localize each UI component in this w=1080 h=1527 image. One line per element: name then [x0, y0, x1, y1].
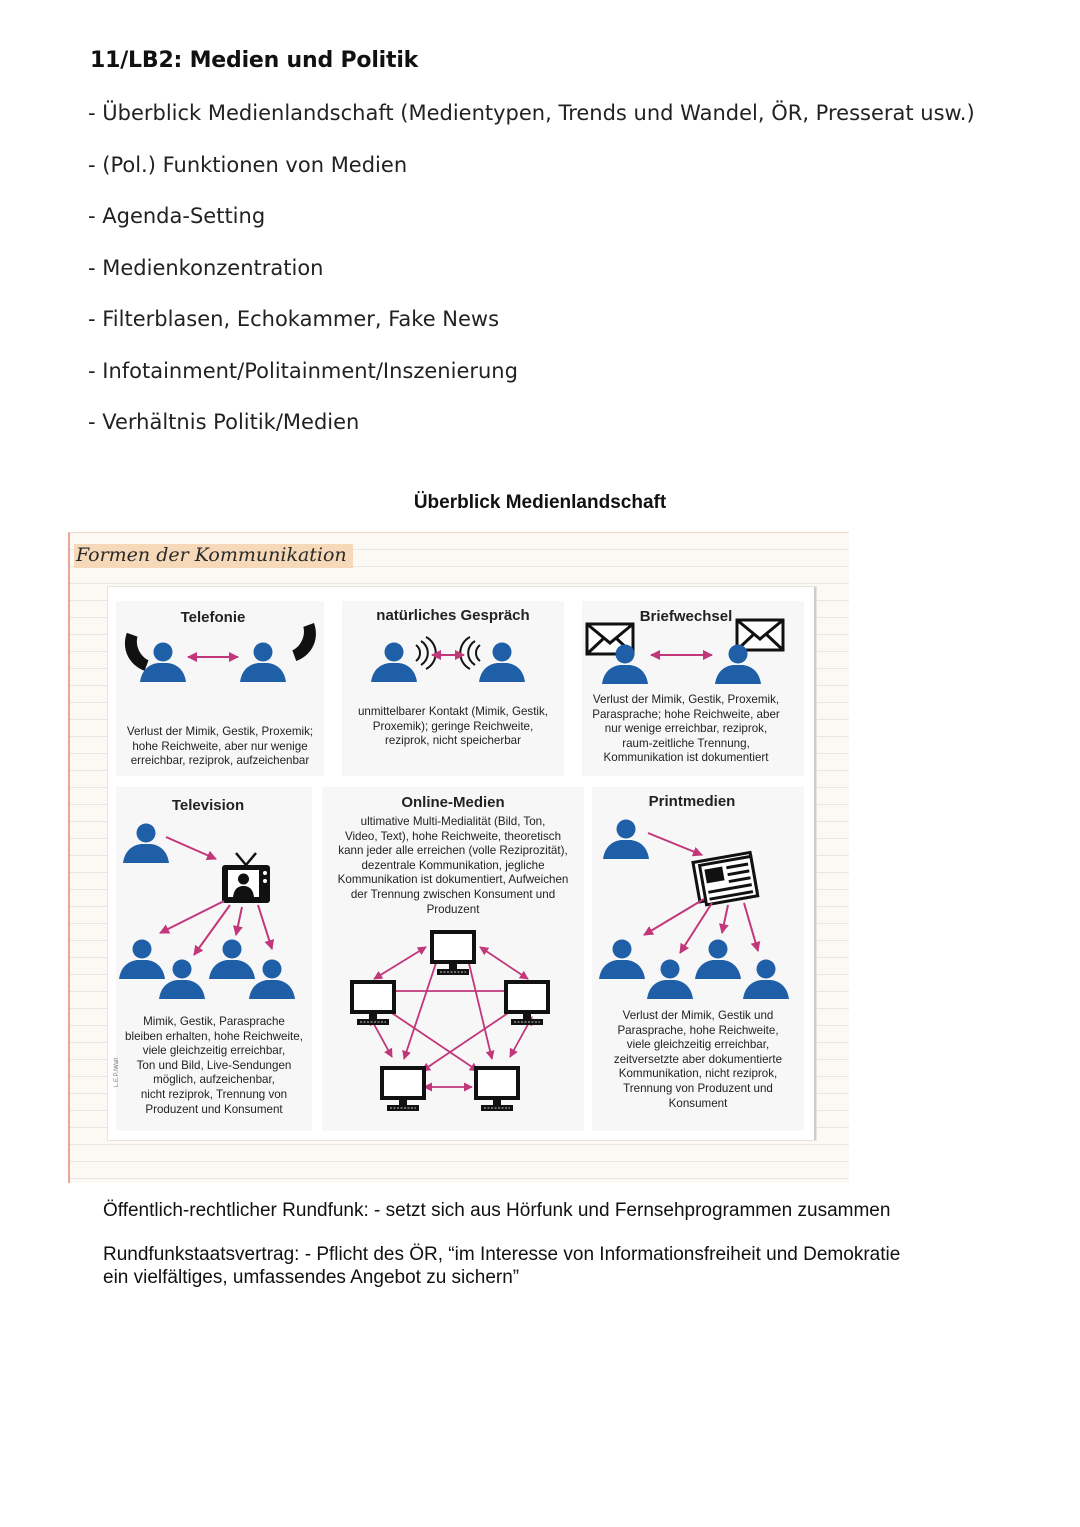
desc-line: Verlust der Mimik, Gestik, Proxemik,	[592, 693, 780, 706]
topic-item: - Überblick Medienlandschaft (Medientype…	[88, 101, 975, 125]
person-icon	[743, 959, 789, 999]
topic-item: - Agenda-Setting	[88, 204, 266, 228]
desc-line: Verlust der Mimik, Gestik und	[622, 1009, 774, 1022]
desc-line: Kommunikation ist dokumentiert	[603, 751, 769, 765]
person-icon	[123, 823, 169, 863]
topic-list: - Überblick Medienlandschaft (Medientype…	[88, 98, 975, 459]
topic-item: - Medienkonzentration	[88, 255, 324, 280]
cell-bg-gespraech	[342, 601, 564, 776]
person-icon	[599, 939, 645, 979]
panel-title-online: Online-Medien	[401, 794, 505, 811]
person-icon	[159, 959, 205, 999]
desc-line: reziprok, nicht speicherbar	[385, 734, 521, 748]
desc-line: nur wenige erreichbar, reziprok,	[604, 722, 768, 736]
desc-line: kann jeder alle erreichen (volle Rezipro…	[338, 844, 568, 858]
person-icon	[119, 939, 165, 979]
panel-title-television: Television	[171, 797, 245, 814]
desc-line: viele gleichzeitig erreichbar,	[142, 1044, 286, 1058]
computer-monitor-icon	[429, 929, 477, 976]
desc-line: zeitversetzte aber dokumentierte	[613, 1052, 783, 1066]
desc-line: unmittelbarer Kontakt (Mimik, Gestik,	[357, 705, 549, 718]
panel-title-print: Printmedien	[648, 793, 736, 810]
panel-title-briefwechsel: Briefwechsel	[639, 608, 733, 625]
computer-monitor-icon	[503, 979, 551, 1026]
desc-line: Produzent	[426, 902, 480, 916]
desc-line: Parasprache; hohe Reichweite, aber	[592, 707, 780, 721]
computer-monitor-icon	[473, 1065, 521, 1112]
person-icon	[371, 642, 417, 682]
desc-line: möglich, aufzeichenbar,	[153, 1073, 275, 1087]
paragraph-rundfunkstaatsvertrag: Rundfunkstaatsvertrag: - Pflicht des ÖR,…	[103, 1243, 900, 1289]
sound-waves-icon	[459, 636, 481, 670]
arrow	[718, 904, 729, 934]
person-icon	[695, 939, 741, 979]
person-icon	[479, 642, 525, 682]
desc-line: Trennung von Produzent und	[623, 1081, 773, 1095]
topic-item: - (Pol.) Funktionen von Medien	[88, 152, 408, 177]
desc-line: Ton und Bild, Live-Sendungen	[136, 1058, 292, 1072]
desc-line: bleiben erhalten, hohe Reichweite,	[125, 1029, 303, 1043]
arrow	[232, 906, 243, 936]
desc-line: Mimik, Gestik, Parasprache	[143, 1015, 285, 1028]
panel-desc-television: Mimik, Gestik, Parasprache bleiben erhal…	[116, 1015, 312, 1117]
paragraph-line: ein vielfältiges, umfassendes Angebot zu…	[103, 1267, 520, 1288]
arrow	[193, 904, 231, 956]
desc-line: der Trennung zwischen Konsument und	[350, 887, 556, 901]
tv-icon	[220, 851, 272, 905]
desc-line: Kommunikation ist dokumentiert, Aufweich…	[337, 873, 569, 887]
sound-waves-icon	[415, 636, 437, 670]
panel-title-telefonie: Telefonie	[180, 609, 246, 626]
desc-line: Produzent und Konsument	[145, 1102, 283, 1116]
computer-monitor-icon	[349, 979, 397, 1026]
telephone-handset-icon	[292, 622, 316, 662]
arrow	[679, 902, 713, 954]
desc-line: viele gleichzeitig erreichbar,	[626, 1038, 770, 1052]
handwritten-label: Formen der Kommunikation	[74, 544, 353, 568]
communication-forms-figure: Telefonie Verlust der Mimik, Gestik, Pro…	[108, 587, 816, 1140]
topic-item: - Infotainment/Politainment/Inszenierung	[88, 358, 518, 383]
desc-line: Parasprache, hohe Reichweite,	[617, 1023, 779, 1037]
desc-line: nicht reziprok, Trennung von	[140, 1087, 288, 1101]
arrow	[257, 904, 275, 950]
panel-desc-gespraech: unmittelbarer Kontakt (Mimik, Gestik, Pr…	[342, 705, 564, 749]
paragraph-line: Öffentlich-rechtlicher Rundfunk: - setzt…	[103, 1200, 891, 1221]
desc-line: Proxemik); geringe Reichweite,	[372, 719, 534, 733]
section-title: Überblick Medienlandschaft	[413, 492, 667, 513]
page-heading: 11/LB2: Medien und Politik	[90, 48, 419, 73]
person-icon	[647, 959, 693, 999]
image-credit: L.E.P./Walt	[114, 1057, 120, 1087]
arrow	[743, 902, 761, 952]
panel-desc-print: Verlust der Mimik, Gestik und Parasprach…	[592, 1009, 804, 1111]
cell-bg-telefonie	[116, 601, 324, 776]
person-icon	[209, 939, 255, 979]
topic-item: - Verhältnis Politik/Medien	[88, 410, 360, 434]
figure-graphics	[119, 618, 789, 1112]
desc-line: raum-zeitliche Trennung,	[622, 736, 750, 750]
desc-line: Konsument	[668, 1096, 728, 1110]
desc-line: Kommunikation, nicht reziprok,	[618, 1067, 778, 1081]
arrow	[159, 900, 225, 934]
person-icon	[249, 959, 295, 999]
paragraph-oer: Öffentlich-rechtlicher Rundfunk: - setzt…	[103, 1199, 890, 1222]
person-icon	[240, 642, 286, 682]
desc-line: hohe Reichweite, aber nur wenige	[132, 739, 308, 753]
paragraph-line: Rundfunkstaatsvertrag: - Pflicht des ÖR,…	[103, 1244, 901, 1265]
telephone-handset-icon	[124, 632, 149, 671]
arrow	[165, 836, 217, 860]
panel-desc-online: ultimative Multi-Medialität (Bild, Ton, …	[322, 815, 584, 917]
desc-line: dezentrale Kommunikation, jegliche	[361, 858, 545, 872]
arrow	[643, 898, 705, 936]
topic-item: - Filterblasen, Echokammer, Fake News	[88, 307, 500, 331]
panel-desc-briefwechsel: Verlust der Mimik, Gestik, Proxemik, Par…	[582, 693, 790, 766]
arrow	[647, 832, 703, 857]
desc-line: ultimative Multi-Medialität (Bild, Ton,	[360, 815, 546, 828]
computer-monitor-icon	[379, 1065, 427, 1112]
panel-title-gespraech: natürliches Gespräch	[376, 607, 530, 624]
person-icon	[603, 819, 649, 859]
panel-desc-telefonie: Verlust der Mimik, Gestik, Proxemik; hoh…	[116, 725, 324, 769]
desc-line: Verlust der Mimik, Gestik, Proxemik;	[126, 725, 314, 738]
desc-line: erreichbar, reziprok, aufzeichenbar	[130, 754, 310, 768]
newspaper-icon	[691, 850, 760, 908]
desc-line: Video, Text), hohe Reichweite, theoretis…	[344, 829, 562, 843]
